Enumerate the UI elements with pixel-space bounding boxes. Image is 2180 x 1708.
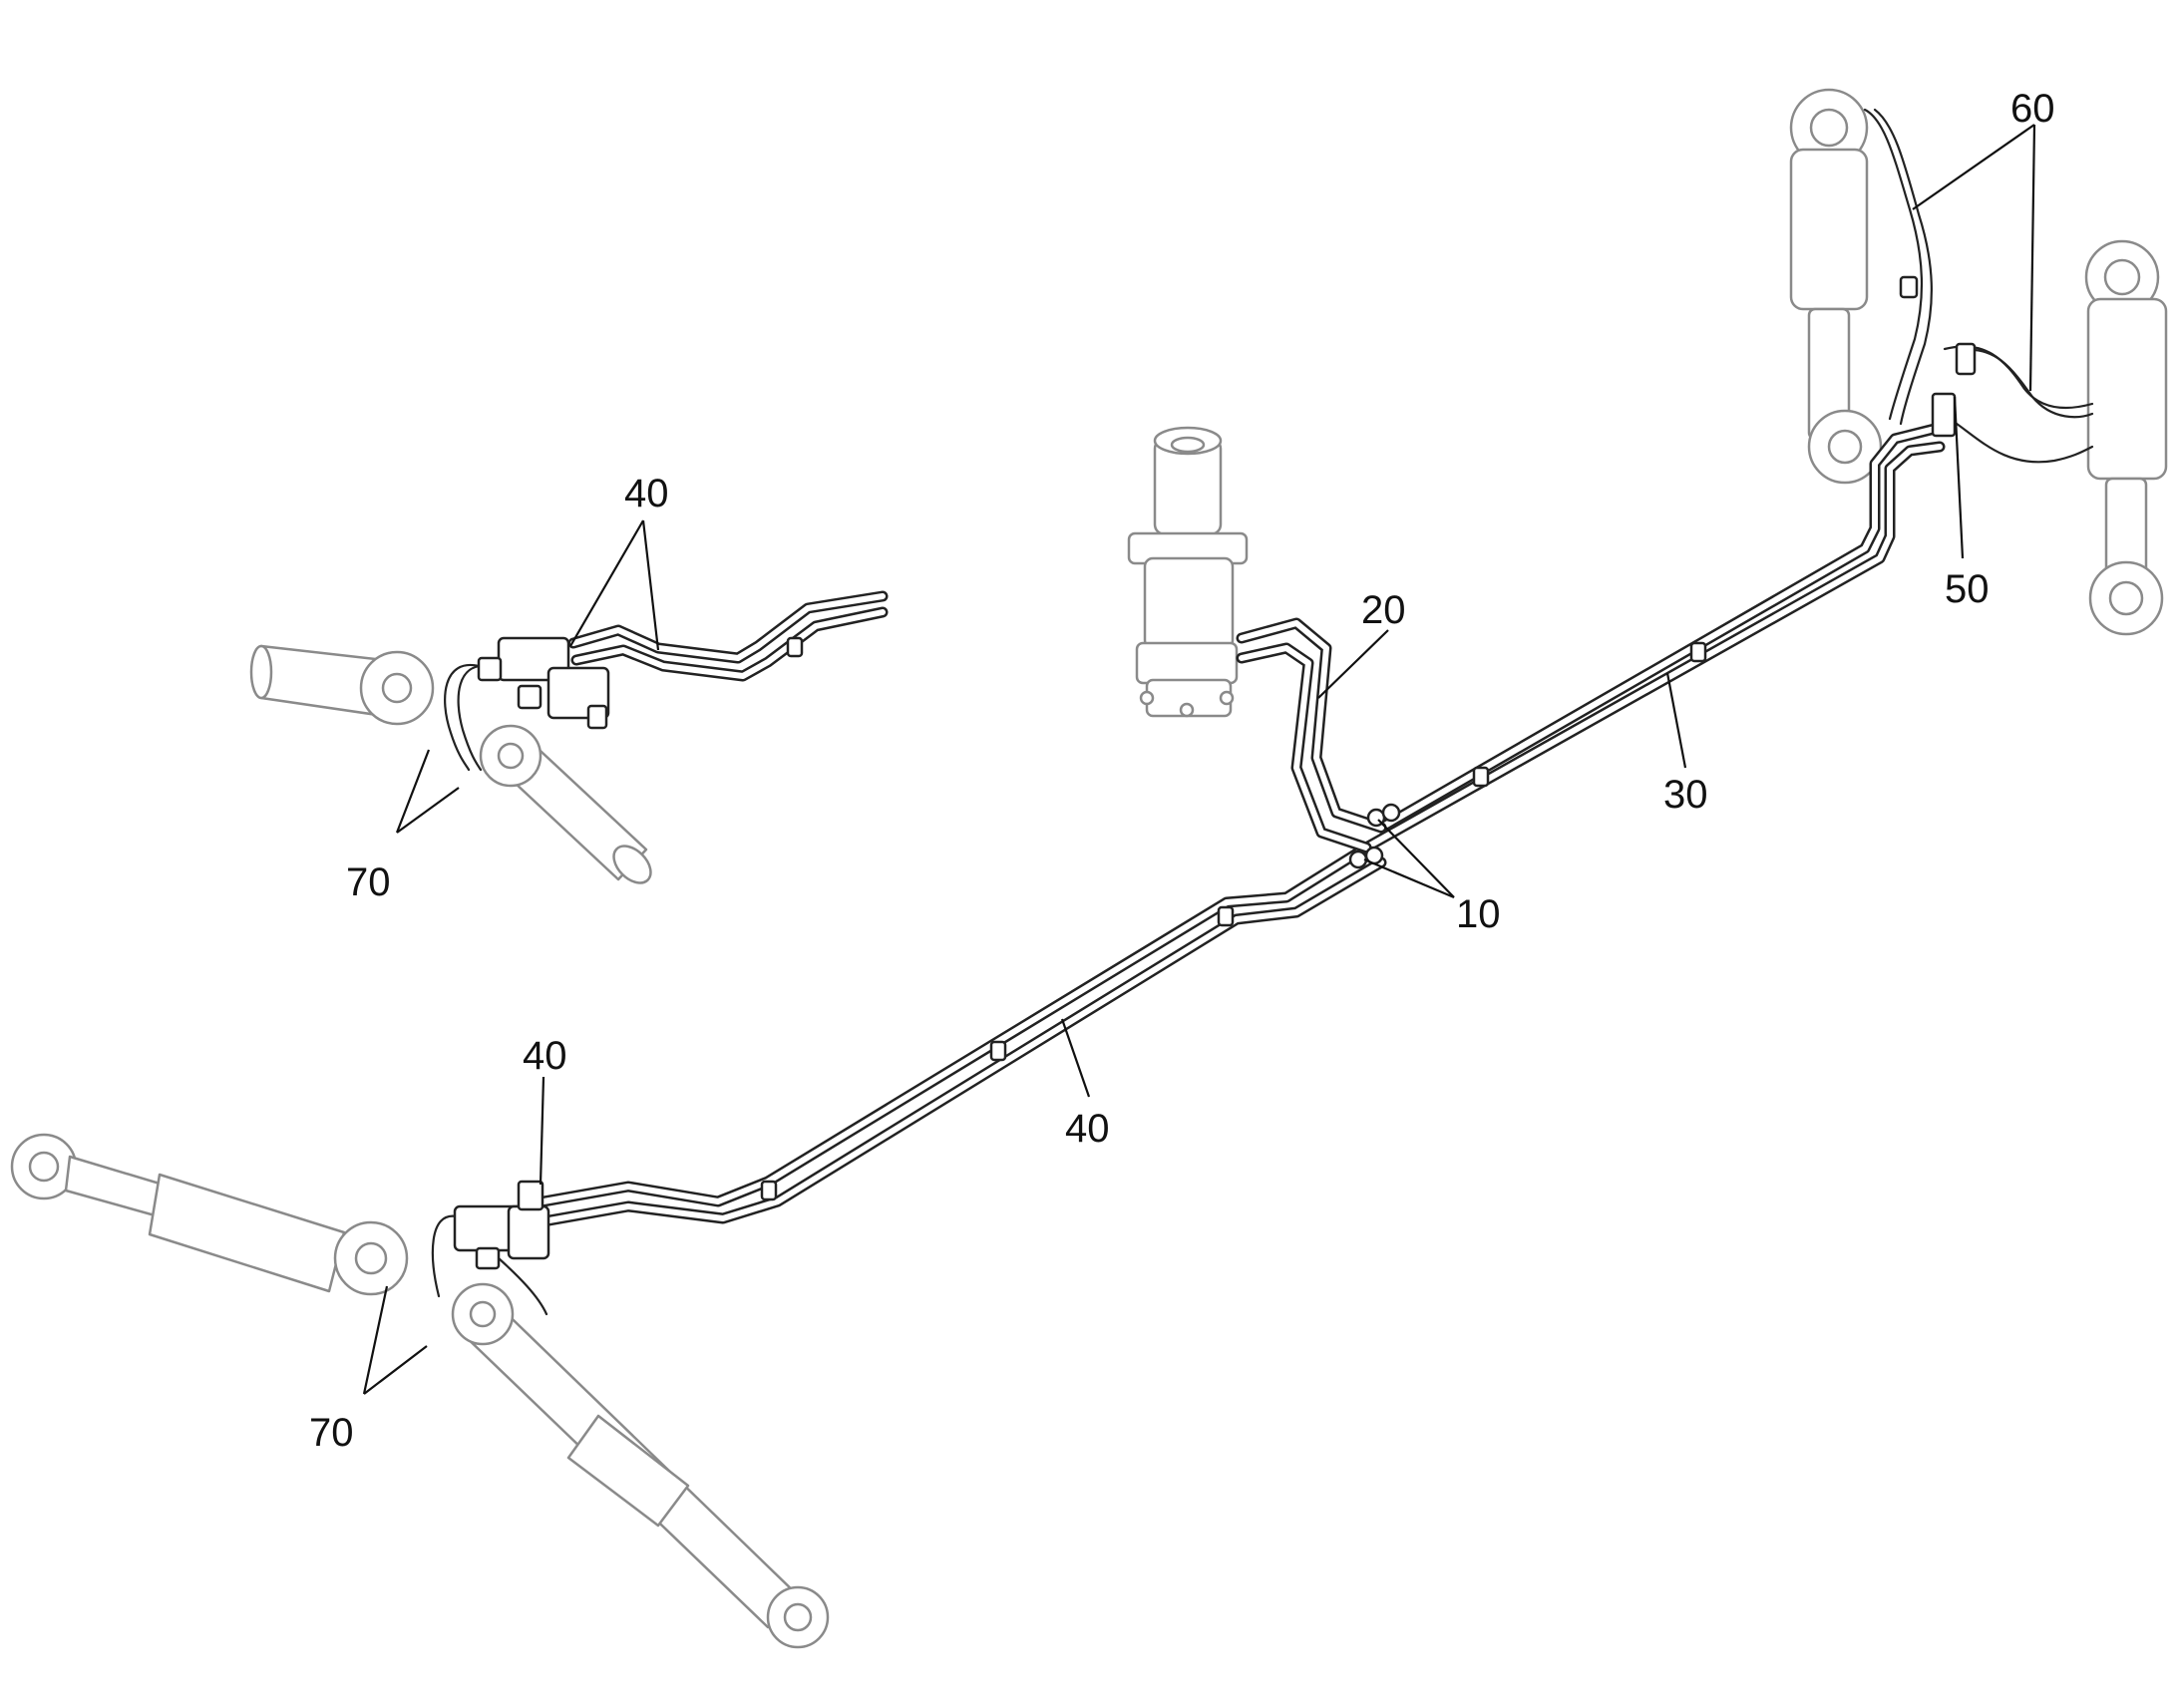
pipe-clamps: [760, 275, 1977, 1201]
label-70-bottom: 70: [309, 1411, 354, 1455]
valve-block-lower: [453, 1180, 550, 1270]
leader-lines: [362, 124, 2036, 1395]
swivel-joint: [1127, 426, 1249, 718]
label-30: 30: [1663, 773, 1708, 817]
label-60: 60: [2010, 87, 2055, 131]
label-50: 50: [1945, 567, 1990, 611]
label-70-top: 70: [346, 860, 391, 904]
steering-cylinder-upper: [1789, 88, 1883, 485]
valve-block-upper: [477, 636, 610, 730]
steering-cylinder-right: [2084, 239, 2168, 636]
label-20: 20: [1361, 588, 1406, 632]
label-40-top: 40: [624, 472, 669, 515]
lower-left-axle: [10, 1133, 830, 1649]
label-40-bottom: 40: [523, 1034, 567, 1078]
pipe-runs: [431, 108, 2094, 1316]
label-10: 10: [1456, 892, 1501, 936]
upper-left-axle: [249, 644, 652, 884]
label-40-mid: 40: [1065, 1107, 1110, 1151]
